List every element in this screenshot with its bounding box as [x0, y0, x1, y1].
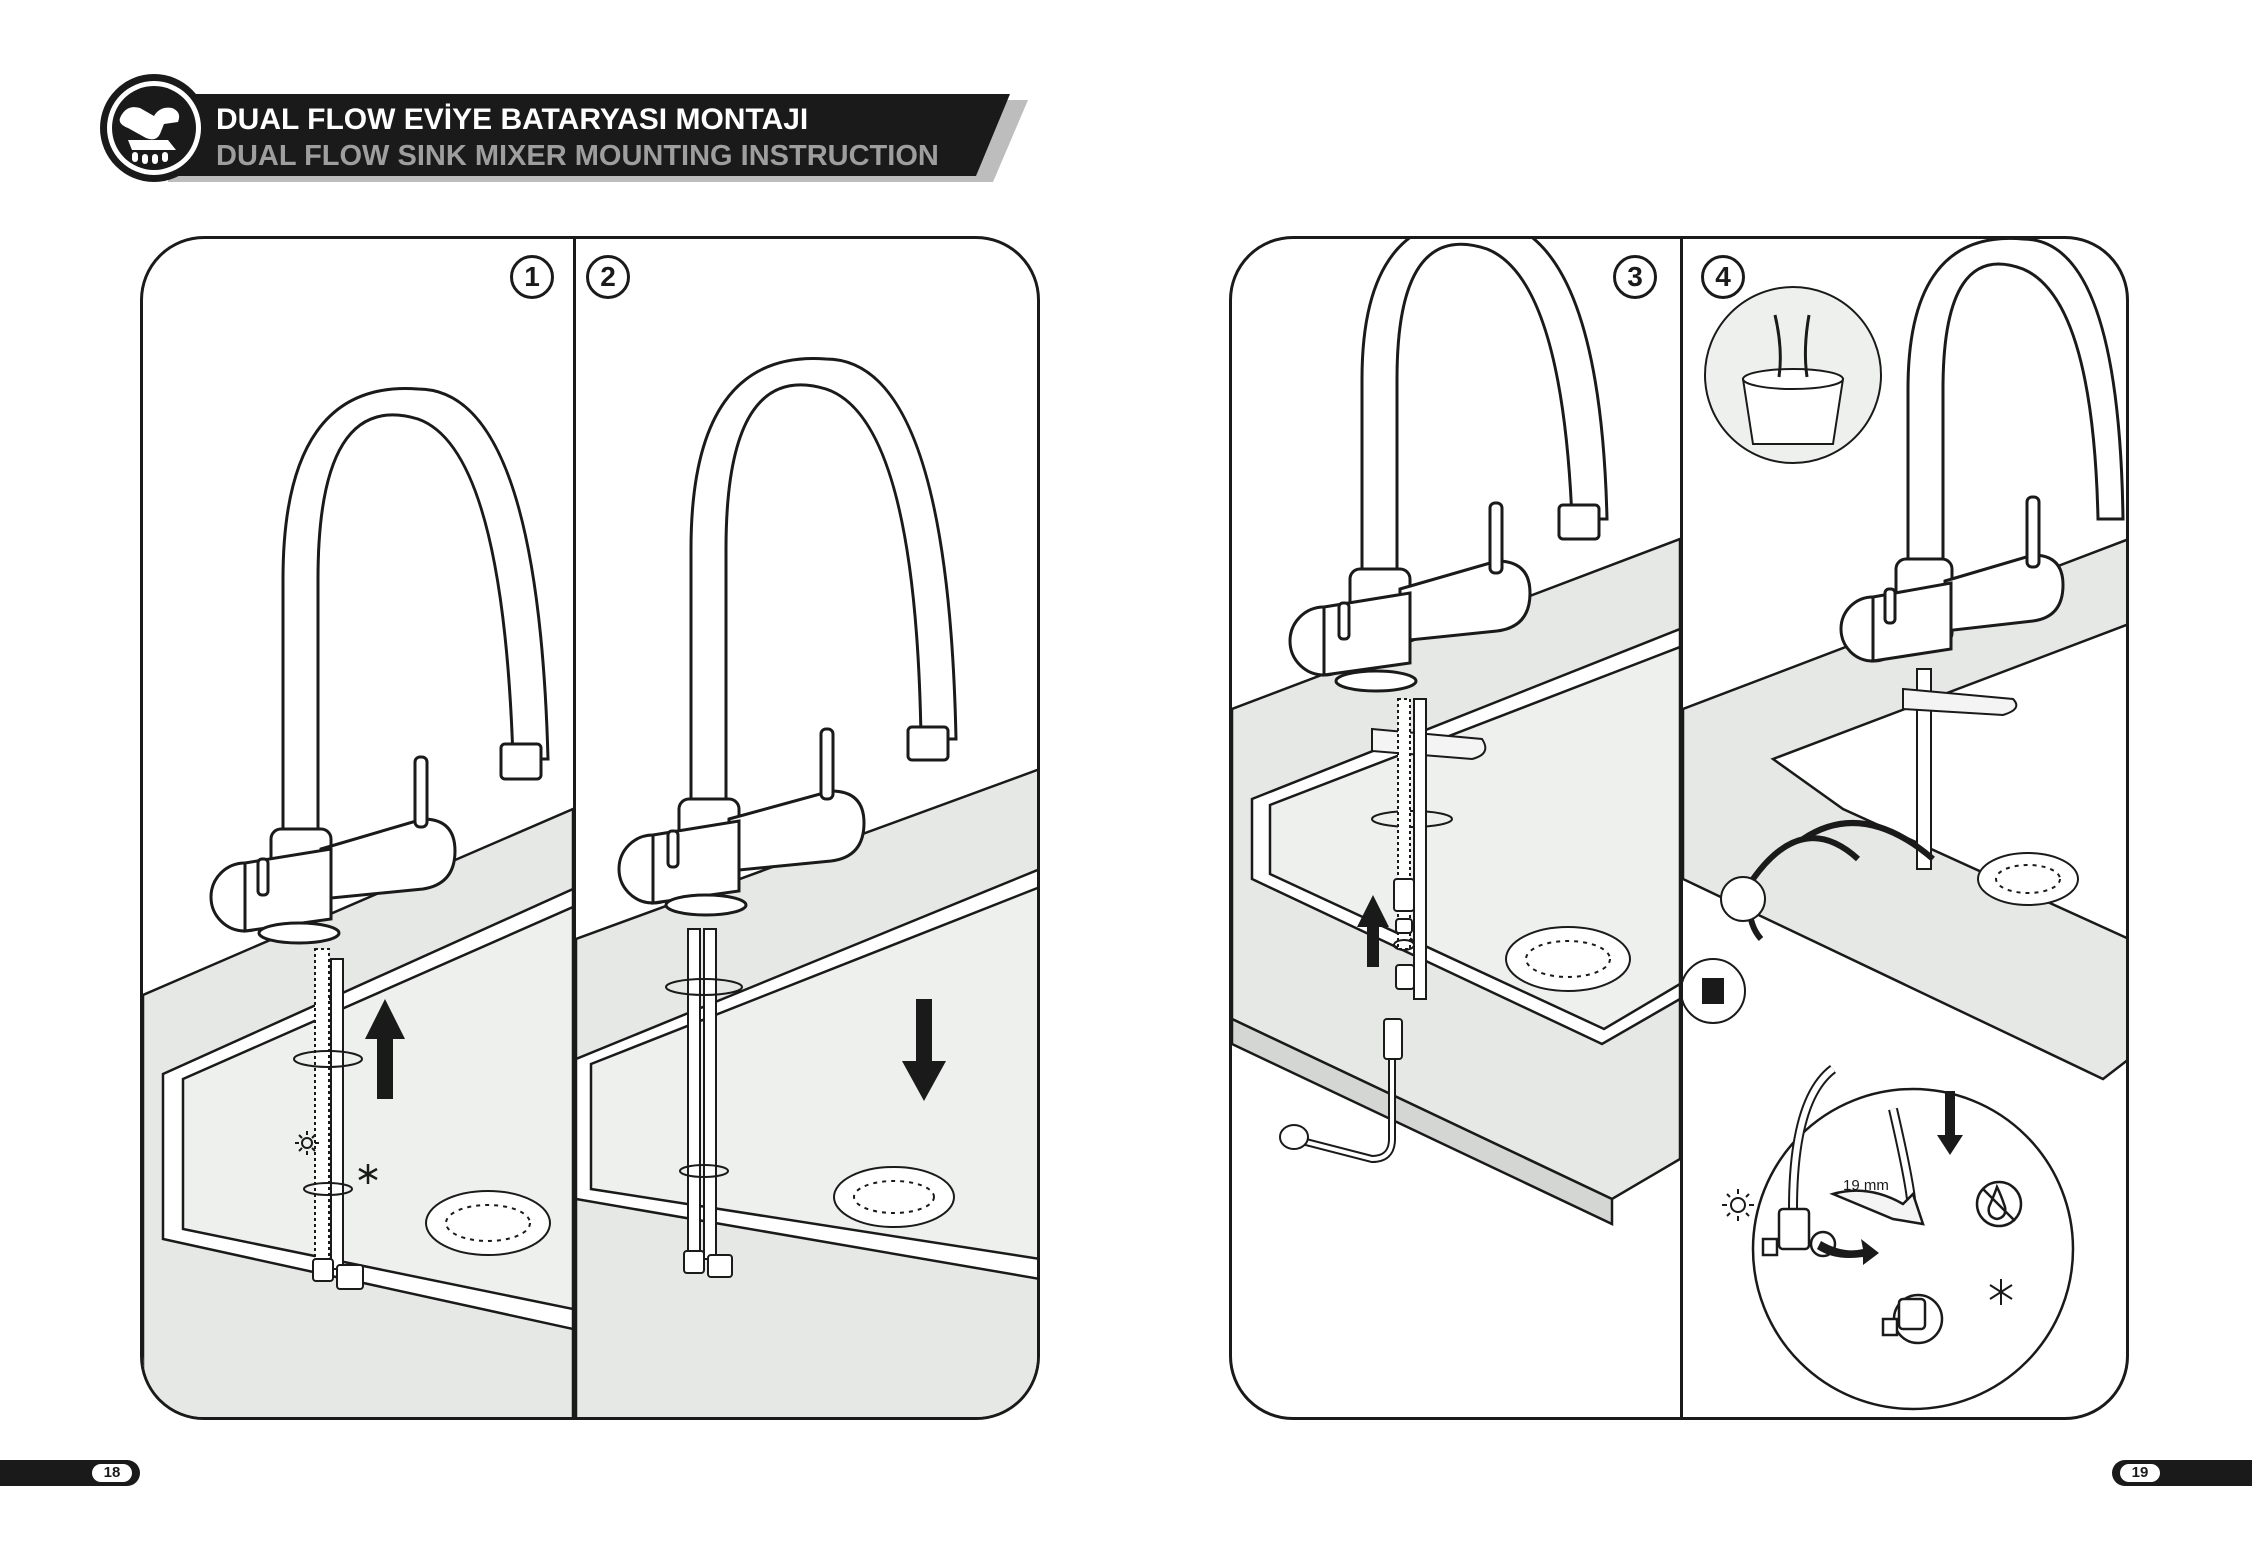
- faucet: [617, 357, 958, 917]
- page-number-right: 19: [2120, 1464, 2160, 1482]
- no-water-icon: [1975, 1180, 2023, 1228]
- mounting-parts: [1279, 698, 1487, 1164]
- arrow-icon: [1817, 1091, 1963, 1265]
- snowflake-icon: [1989, 1279, 2013, 1305]
- step-1-panel: 1: [143, 239, 573, 1417]
- arrow-icon: [1357, 895, 1389, 967]
- step-1-illustration: [143, 387, 573, 1417]
- header-banner: [100, 74, 1028, 182]
- sun-icon: [1722, 1189, 1754, 1221]
- step-4-panel: 4 19 mm: [1683, 239, 2126, 1417]
- hoses-valves: [1683, 668, 2018, 1024]
- panel-divider: [573, 239, 576, 1417]
- step-3-panel: 3: [1232, 239, 1680, 1417]
- title-english: DUAL FLOW SINK MIXER MOUNTING INSTRUCTIO…: [216, 140, 939, 172]
- panel-group-steps-1-2: 1: [140, 236, 1040, 1420]
- faucet: [1288, 239, 1609, 693]
- valve-detail-inset: [1751, 1065, 2075, 1411]
- page-number-bar-left: 18: [0, 1460, 140, 1486]
- faucet: [209, 387, 550, 945]
- drain: [1505, 926, 1631, 992]
- step-2-illustration: [576, 357, 1037, 1417]
- title-turkish: DUAL FLOW EVİYE BATARYASI MONTAJI: [216, 103, 809, 136]
- faucet: [1839, 239, 2125, 663]
- page-number-left: 18: [92, 1464, 132, 1482]
- wrench-hand-icon: [119, 107, 180, 164]
- arrow-icon: [365, 999, 405, 1099]
- page-number-bar-right: 19: [2112, 1460, 2252, 1486]
- step-number-4: 4: [1701, 255, 1745, 299]
- snowflake-icon: [358, 1164, 378, 1184]
- drain: [833, 1166, 955, 1228]
- panel-divider: [1680, 239, 1683, 1417]
- drain: [425, 1190, 551, 1256]
- sun-icon: [295, 1131, 319, 1155]
- step-3-illustration: [1232, 239, 1680, 1226]
- step-2-panel: 2: [576, 239, 1037, 1417]
- page-header: DUAL FLOW EVİYE BATARYASI MONTAJI DUAL F…: [98, 70, 1028, 190]
- water-bucket-inset: [1704, 286, 1882, 464]
- step-number-1: 1: [510, 255, 554, 299]
- wrench-size-label: 19 mm: [1843, 1177, 1889, 1194]
- flex-hoses: [293, 948, 364, 1290]
- drain: [1977, 852, 2079, 906]
- step-4-illustration: [1683, 239, 2126, 1411]
- panel-group-steps-3-4: 3: [1229, 236, 2129, 1420]
- step-number-2: 2: [586, 255, 630, 299]
- arrow-icon: [902, 999, 946, 1101]
- step-number-3: 3: [1613, 255, 1657, 299]
- flex-hoses: [665, 928, 743, 1278]
